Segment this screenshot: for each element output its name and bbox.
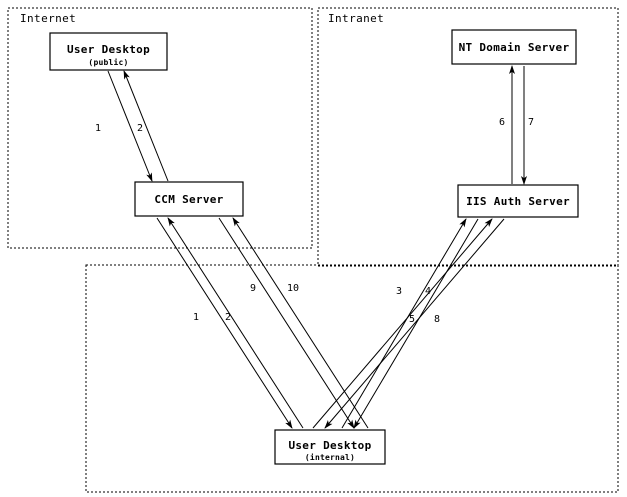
flow-line-2-internal xyxy=(167,217,304,429)
step-label-6: 6 xyxy=(499,117,505,128)
node-ccm-server-box[interactable] xyxy=(134,181,244,217)
node-user-desktop-internal-subtitle: (internal) xyxy=(305,452,355,462)
flow-group-iis-nt xyxy=(509,65,527,185)
flow-line-10 xyxy=(232,217,369,429)
node-user-desktop-internal-box[interactable] xyxy=(274,429,386,465)
flow-line-1-public xyxy=(107,70,153,182)
zone-intranet: Intranet xyxy=(317,7,619,267)
flow-line-3 xyxy=(341,218,467,429)
flow-group-internal-iis-34 xyxy=(341,218,479,429)
node-user-desktop-public-box[interactable] xyxy=(49,32,168,71)
step-label-9: 9 xyxy=(250,283,256,294)
node-ccm-server[interactable]: CCM Server xyxy=(134,181,244,217)
flow-line-8 xyxy=(324,218,505,429)
node-iis-auth-server-box[interactable] xyxy=(457,184,579,218)
flow-line-1-internal xyxy=(156,217,293,429)
node-iis-auth-server[interactable]: IIS Auth Server xyxy=(457,184,579,218)
zone-internet-label: Internet xyxy=(20,12,76,25)
zone-internal-lan-border xyxy=(85,264,619,493)
step-label-10: 10 xyxy=(287,283,299,294)
flow-group-internal-ccm-910 xyxy=(218,217,369,429)
flow-line-2-public xyxy=(123,70,169,182)
flow-group-public-ccm xyxy=(107,70,169,182)
node-ccm-server-title: CCM Server xyxy=(154,193,223,206)
node-user-desktop-internal-title: User Desktop xyxy=(288,439,371,452)
step-label-8: 8 xyxy=(434,314,440,325)
zone-internet: Internet xyxy=(7,7,313,249)
node-user-desktop-internal[interactable]: User Desktop (internal) xyxy=(274,429,386,465)
step-label-1-public: 1 xyxy=(95,123,101,134)
zone-internal-lan xyxy=(85,264,619,493)
flow-line-5 xyxy=(312,218,493,429)
step-label-4: 4 xyxy=(425,286,431,297)
step-label-7: 7 xyxy=(528,117,534,128)
zone-internet-border xyxy=(7,7,313,249)
node-iis-auth-server-title: IIS Auth Server xyxy=(466,195,570,208)
zone-intranet-label: Intranet xyxy=(328,12,384,25)
node-nt-domain-server[interactable]: NT Domain Server xyxy=(451,29,577,65)
flow-line-4 xyxy=(353,218,479,429)
flow-group-internal-ccm-12 xyxy=(156,217,304,429)
node-nt-domain-server-title: NT Domain Server xyxy=(459,41,570,54)
node-nt-domain-server-box[interactable] xyxy=(451,29,577,65)
step-label-1-internal: 1 xyxy=(193,312,199,323)
zone-intranet-border xyxy=(317,7,619,267)
step-label-2-internal: 2 xyxy=(225,312,231,323)
step-label-5: 5 xyxy=(409,314,415,325)
step-label-2-public: 2 xyxy=(137,123,143,134)
node-user-desktop-public[interactable]: User Desktop (public) xyxy=(49,32,168,71)
step-label-3: 3 xyxy=(396,286,402,297)
flow-group-internal-iis-58 xyxy=(312,218,505,429)
step-labels: 1 2 6 7 9 10 1 2 3 4 5 8 xyxy=(95,117,534,325)
node-user-desktop-public-subtitle: (public) xyxy=(88,57,128,67)
flow-line-9 xyxy=(218,217,355,429)
node-user-desktop-public-title: User Desktop xyxy=(67,43,150,56)
